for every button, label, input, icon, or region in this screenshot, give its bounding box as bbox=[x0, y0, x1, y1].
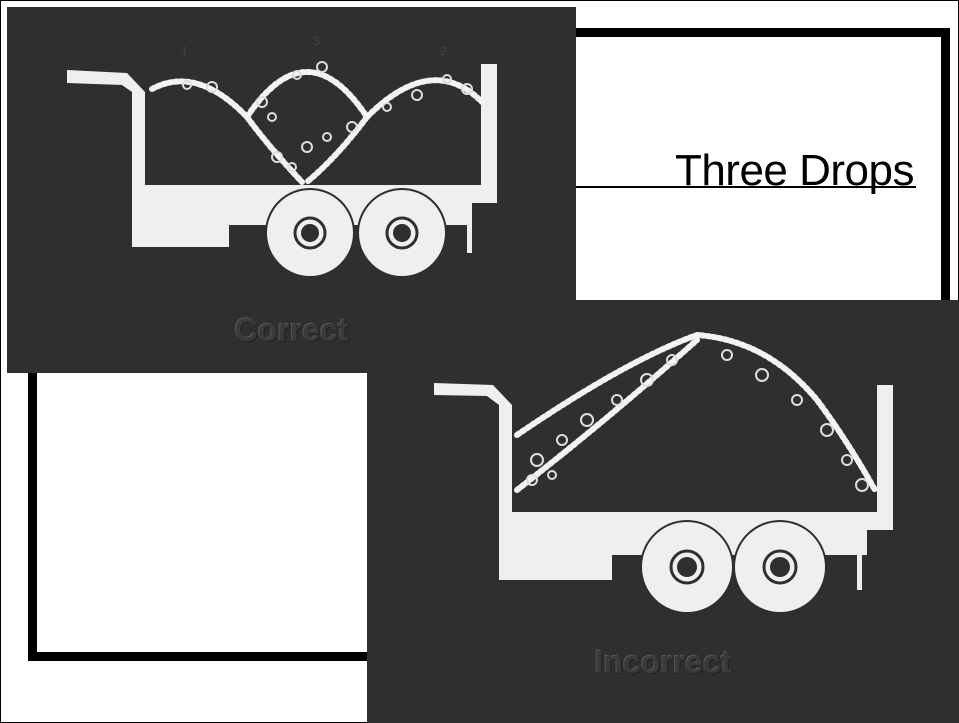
single-pile bbox=[517, 335, 875, 490]
drop-number-1: 1 bbox=[181, 44, 188, 58]
three-drop-piles bbox=[152, 72, 482, 182]
drop-number-3: 3 bbox=[313, 34, 320, 48]
incorrect-caption: Incorrect bbox=[367, 644, 959, 681]
drop-number-2: 2 bbox=[440, 44, 447, 58]
incorrect-loading-photo: Incorrect bbox=[367, 300, 959, 723]
slide-title: Three Drops bbox=[572, 146, 914, 196]
title-underline bbox=[572, 186, 916, 188]
rock-texture bbox=[527, 350, 868, 491]
